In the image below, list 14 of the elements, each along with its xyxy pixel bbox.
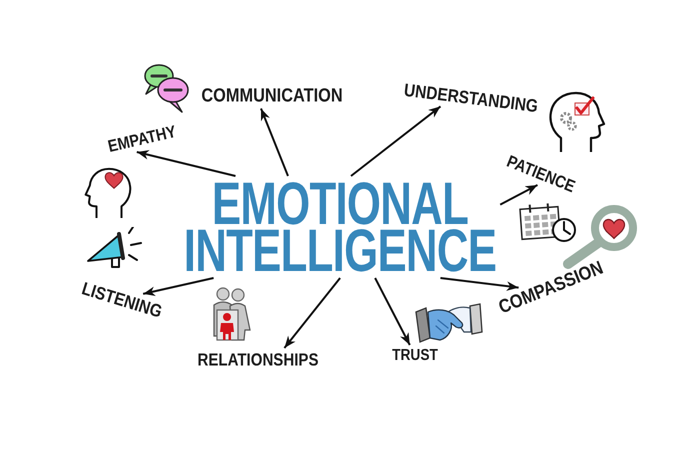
arrow: [374, 278, 411, 346]
concept-label: COMMUNICATION: [201, 86, 343, 106]
arrow: [284, 277, 341, 349]
arrow: [440, 277, 519, 291]
arrow: [136, 150, 236, 177]
central-title: EMOTIONAL INTELLIGENCE: [184, 180, 496, 274]
arrow: [500, 184, 538, 206]
concept-label: EMPATHY: [106, 122, 178, 156]
arrow: [260, 108, 289, 176]
concept-label: TRUST: [392, 348, 438, 364]
arrow: [350, 106, 442, 177]
concept-label: RELATIONSHIPS: [198, 351, 318, 369]
concept-label: UNDERSTANDING: [403, 80, 539, 116]
arrow: [142, 277, 214, 296]
